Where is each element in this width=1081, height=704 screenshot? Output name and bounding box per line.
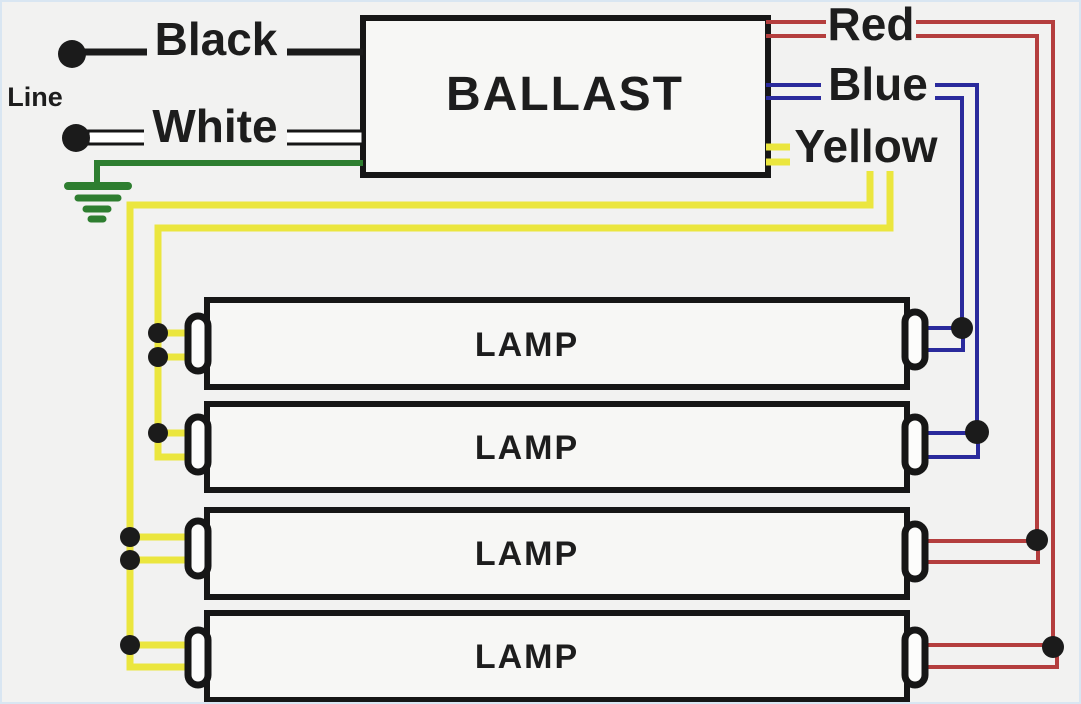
blue-label-bg xyxy=(821,58,935,110)
junction-dot-lamp3-right xyxy=(1026,529,1048,551)
lamp-1-left-pin xyxy=(184,312,212,375)
lamp-2-label: LAMP xyxy=(475,429,579,467)
lamp-1-right-pin xyxy=(901,308,929,371)
ballast-box xyxy=(360,15,771,178)
junction-dot-lamp3-left-lower xyxy=(120,550,140,570)
lamp-2-box xyxy=(204,401,910,493)
junction-dot-lamp1-left-upper xyxy=(148,323,168,343)
ground-symbol-icon xyxy=(64,182,132,223)
line-terminal-dot-neutral xyxy=(62,124,90,152)
junction-dot-lamp3-left-upper xyxy=(120,527,140,547)
junction-dots xyxy=(120,317,1064,658)
junction-dot-lamp1-left-lower xyxy=(148,347,168,367)
junction-dot-lamp2-right xyxy=(965,420,989,444)
black-label-bg xyxy=(147,14,287,64)
lamp-3-left-pin xyxy=(184,517,212,580)
ballast-label: BALLAST xyxy=(446,68,684,121)
red-wire-label: Red xyxy=(828,0,915,50)
input-side: Black White Line xyxy=(7,13,365,223)
line-label: Line xyxy=(7,82,63,112)
ballast xyxy=(360,15,771,178)
lamp-1-box xyxy=(204,297,910,390)
lamp-4-right-pin xyxy=(901,626,929,689)
white-label-bg xyxy=(144,101,287,152)
yellow-label-bg xyxy=(790,123,944,171)
lamp-2: LAMP xyxy=(184,401,929,493)
lamp-2-right-pin xyxy=(901,413,929,476)
yellow-wire-label: Yellow xyxy=(794,120,937,172)
lamp-3-label: LAMP xyxy=(475,535,579,573)
lamp-4-left-pin xyxy=(184,626,212,689)
lamp-1-label: LAMP xyxy=(475,326,579,364)
ground-wire xyxy=(94,160,363,186)
junction-dot-lamp4-left xyxy=(120,635,140,655)
blue-wire-label: Blue xyxy=(828,58,928,110)
lamp-4-label: LAMP xyxy=(475,638,579,676)
junction-dot-lamp2-left xyxy=(148,423,168,443)
red-label-bg xyxy=(826,2,916,47)
junction-dot-lamp4-right xyxy=(1042,636,1064,658)
lamp-3-right-pin xyxy=(901,520,929,583)
white-wire-label: White xyxy=(152,100,277,152)
lamp-3: LAMP xyxy=(184,507,929,600)
lamp-2-left-pin xyxy=(184,413,212,476)
line-terminal-dot-hot xyxy=(58,40,86,68)
lamp-4: LAMP xyxy=(184,610,929,703)
lamp-1: LAMP xyxy=(184,297,929,390)
junction-dot-lamp1-right xyxy=(951,317,973,339)
lamp-3-box xyxy=(204,507,910,600)
output-wires: Red Blue Yellow xyxy=(126,0,1055,671)
black-wire-label: Black xyxy=(155,13,278,65)
